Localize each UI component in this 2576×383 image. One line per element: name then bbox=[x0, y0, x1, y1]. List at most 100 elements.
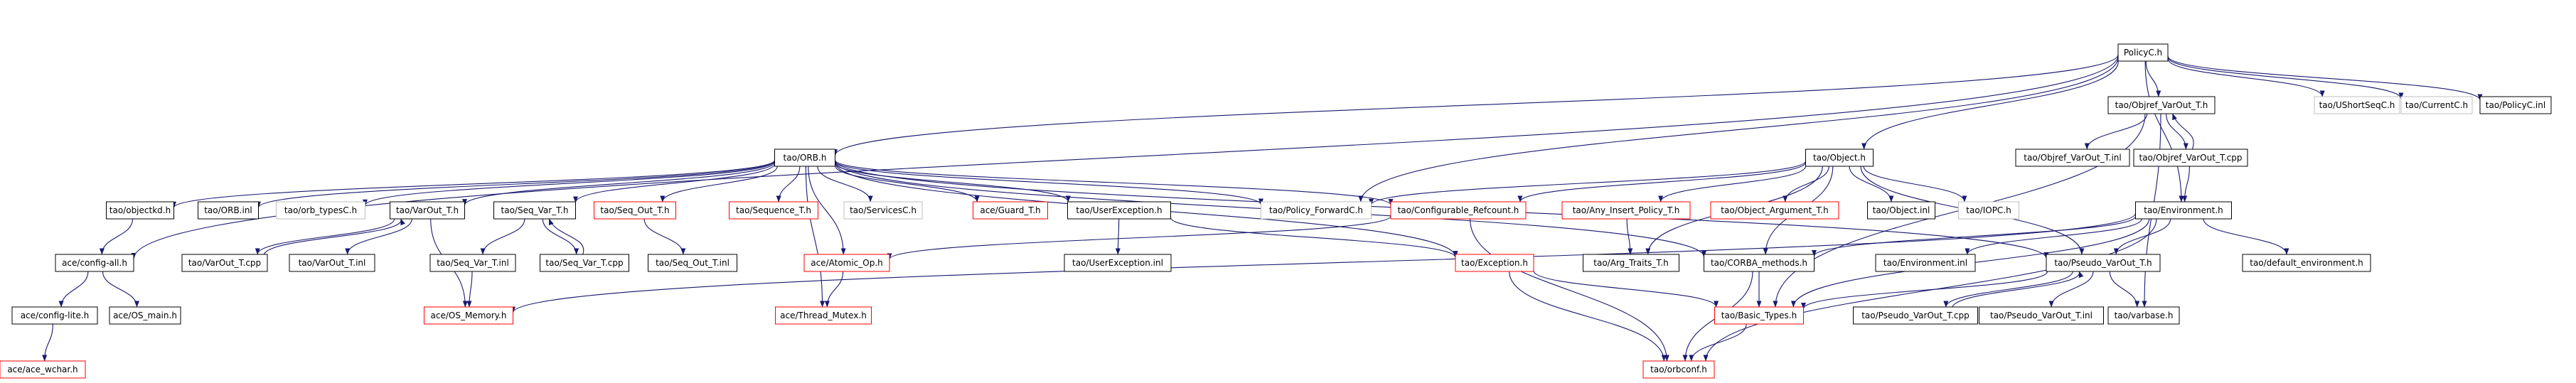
node-ace_ace_wchar_h[interactable]: ace/ace_wchar.h bbox=[0, 360, 86, 379]
node-tao_userexception_h[interactable]: tao/UserException.h bbox=[1067, 201, 1171, 220]
node-ace_os_main_h[interactable]: ace/OS_main.h bbox=[109, 306, 181, 325]
node-tao_orbconf_h[interactable]: tao/orbconf.h bbox=[1642, 360, 1715, 379]
node-label: tao/UserException.inl bbox=[1072, 258, 1163, 268]
node-label: ace/OS_main.h bbox=[113, 311, 177, 320]
edge-tao_basic_types_h-to-tao_orbconf_h bbox=[1689, 323, 1747, 362]
edge-tao_varout_t_h-to-tao_varout_t_inl bbox=[345, 218, 412, 255]
node-box bbox=[493, 201, 576, 220]
edge-ace_atomic_op_h-to-ace_thread_mutex_h bbox=[824, 271, 844, 308]
node-tao_ushortseqc_h[interactable]: tao/UShortSeqC.h bbox=[2314, 96, 2400, 114]
node-tao_orb_typesc_h[interactable]: tao/orb_typesC.h bbox=[276, 201, 365, 220]
node-tao_environment_inl[interactable]: tao/Environment.inl bbox=[1875, 254, 1976, 272]
node-label: tao/PolicyC.inl bbox=[2486, 100, 2545, 110]
edge-tao_orb_h-to-tao_policy_forwardc_h bbox=[834, 161, 1263, 205]
node-tao_pseudo_varout_t_h[interactable]: tao/Pseudo_VarOut_T.h bbox=[2046, 254, 2161, 272]
node-tao_exception_h[interactable]: tao/Exception.h bbox=[1455, 254, 1534, 272]
node-tao_default_environment_h[interactable]: tao/default_environment.h bbox=[2242, 254, 2371, 272]
node-tao_pseudo_varout_t_inl[interactable]: tao/Pseudo_VarOut_T.inl bbox=[1979, 306, 2104, 325]
edge-ace_config_all_h-to-ace_os_main_h bbox=[102, 271, 139, 308]
node-label: tao/default_environment.h bbox=[2250, 258, 2363, 268]
node-box bbox=[1261, 201, 1372, 220]
node-box bbox=[55, 254, 134, 272]
node-tao_seq_var_t_inl[interactable]: tao/Seq_Var_T.inl bbox=[429, 254, 516, 272]
node-tao_objref_varout_t_cpp[interactable]: tao/Objref_VarOut_T.cpp bbox=[2133, 149, 2248, 167]
node-tao_currentc_h[interactable]: tao/CurrentC.h bbox=[2400, 96, 2473, 114]
node-label: tao/varbase.h bbox=[2115, 311, 2174, 320]
node-tao_seq_out_t_h[interactable]: tao/Seq_Out_T.h bbox=[594, 201, 676, 220]
node-box bbox=[106, 201, 174, 220]
node-label: tao/Sequence_T.h bbox=[736, 205, 811, 215]
node-ace_os_memory_h[interactable]: ace/OS_Memory.h bbox=[424, 306, 513, 325]
node-tao_object_argument_t_h[interactable]: tao/Object_Argument_T.h bbox=[1710, 201, 1839, 220]
node-label: tao/Basic_Types.h bbox=[1721, 311, 1797, 320]
node-ace_thread_mutex_h[interactable]: ace/Thread_Mutex.h bbox=[775, 306, 872, 325]
node-box bbox=[973, 201, 1048, 220]
node-ace_guard_t_h[interactable]: ace/Guard_T.h bbox=[973, 201, 1048, 220]
edge-tao_orb_h-to-tao_varout_t_h bbox=[462, 161, 776, 206]
node-tao_orb_h[interactable]: tao/ORB.h bbox=[774, 149, 835, 167]
node-tao_varout_t_h[interactable]: tao/VarOut_T.h bbox=[390, 201, 465, 220]
node-tao_varbase_h[interactable]: tao/varbase.h bbox=[2107, 306, 2180, 325]
edge-tao_configurable_refcount_h-to-tao_orbconf_h bbox=[1470, 218, 1669, 362]
node-tao_policy_forwardc_h[interactable]: tao/Policy_ForwardC.h bbox=[1261, 201, 1372, 220]
node-tao_object_inl[interactable]: tao/Object.inl bbox=[1867, 201, 1935, 220]
node-tao_varout_t_cpp[interactable]: tao/VarOut_T.cpp bbox=[181, 254, 268, 272]
edge-tao_object_h-to-tao_object_argument_t_h bbox=[1783, 166, 1829, 203]
node-box bbox=[276, 201, 365, 220]
node-label: tao/orb_typesC.h bbox=[284, 205, 357, 215]
node-tao_iopc_h[interactable]: tao/IOPC.h bbox=[1958, 201, 2019, 220]
node-layer: PolicyC.h ace/config-all.h tao/ORB.h tao/Po… bbox=[0, 43, 2552, 379]
node-tao_userexception_inl[interactable]: tao/UserException.inl bbox=[1064, 254, 1172, 272]
node-label: tao/objectkd.h bbox=[109, 205, 171, 215]
node-tao_objectkey_h[interactable]: tao/objectkd.h bbox=[106, 201, 174, 220]
node-box bbox=[1867, 201, 1935, 220]
node-label: tao/VarOut_T.cpp bbox=[188, 258, 261, 268]
edge-tao_seq_out_t_h-to-tao_seq_out_t_inl bbox=[643, 218, 686, 255]
edge-tao_objref_varout_t_h-to-tao_objref_varout_t_cpp bbox=[2166, 113, 2188, 150]
edge-tao_objref_varout_t_h-to-tao_objref_varout_t_inl bbox=[2084, 113, 2148, 150]
node-label: tao/Seq_Var_T.inl bbox=[437, 258, 509, 268]
node-label: tao/ORB.inl bbox=[204, 205, 252, 215]
edge-tao_orb_h-to-tao_orb_inl bbox=[256, 160, 776, 208]
node-tao_object_h[interactable]: tao/Object.h bbox=[1805, 149, 1874, 167]
node-tao_varout_t_inl[interactable]: tao/VarOut_T.inl bbox=[289, 254, 375, 272]
edge-tao_varout_t_cpp-to-tao_varout_t_h bbox=[263, 218, 405, 255]
node-tao_seq_var_t_h[interactable]: tao/Seq_Var_T.h bbox=[493, 201, 576, 220]
edge-ace_config_all_h-to-ace_config_lite_h bbox=[58, 271, 89, 308]
node-label: tao/Pseudo_VarOut_T.cpp bbox=[1861, 311, 1970, 320]
node-box bbox=[429, 254, 516, 272]
node-box bbox=[1642, 360, 1715, 379]
node-tao_policyc_inl[interactable]: tao/PolicyC.inl bbox=[2479, 96, 2552, 114]
node-box bbox=[1064, 254, 1172, 272]
node-tao_sequence_t_h[interactable]: tao/Sequence_T.h bbox=[729, 201, 818, 220]
node-policyc_h[interactable]: PolicyC.h bbox=[2117, 43, 2169, 62]
node-label: tao/Exception.h bbox=[1461, 258, 1528, 268]
node-box bbox=[775, 306, 872, 325]
edge-tao_object_h-to-tao_any_insert_policy_t_h bbox=[1658, 166, 1807, 203]
node-ace_config_lite_h[interactable]: ace/config-lite.h bbox=[11, 306, 98, 325]
node-ace_config_all_h[interactable]: ace/config-all.h bbox=[55, 254, 134, 272]
node-box bbox=[11, 306, 98, 325]
node-ace_atomic_op_h[interactable]: ace/Atomic_Op.h bbox=[803, 254, 890, 272]
node-tao_corba_methods_h[interactable]: tao/CORBA_methods.h bbox=[1704, 254, 1815, 272]
node-tao_environment_h[interactable]: tao/Environment.h bbox=[2135, 201, 2232, 220]
node-tao_servicesc_h[interactable]: tao/ServicesC.h bbox=[843, 201, 923, 220]
node-tao_seq_out_t_inl[interactable]: tao/Seq_Out_T.inl bbox=[648, 254, 737, 272]
node-box bbox=[109, 306, 181, 325]
node-label: tao/Environment.inl bbox=[1883, 258, 1967, 268]
edge-tao_environment_h-to-tao_corba_methods_h bbox=[1812, 216, 2137, 257]
node-tao_arg_traits_t_h[interactable]: tao/Arg_Traits_T.h bbox=[1583, 254, 1679, 272]
node-tao_configurable_refcount_h[interactable]: tao/Configurable_Refcount.h bbox=[1390, 201, 1527, 220]
node-box bbox=[1805, 149, 1874, 167]
node-tao_basic_types_h[interactable]: tao/Basic_Types.h bbox=[1714, 306, 1804, 325]
node-label: tao/VarOut_T.inl bbox=[299, 258, 366, 268]
node-tao_objref_varout_t_inl[interactable]: tao/Objref_VarOut_T.inl bbox=[2015, 149, 2130, 167]
node-tao_objref_varout_t_h[interactable]: tao/Objref_VarOut_T.h bbox=[2107, 96, 2216, 114]
edge-policyc_h-to-tao_orb_h bbox=[833, 54, 2119, 156]
node-tao_any_insert_policy_t_h[interactable]: tao/Any_Insert_Policy_T.h bbox=[1561, 201, 1691, 220]
node-tao_pseudo_varout_t_cpp[interactable]: tao/Pseudo_VarOut_T.cpp bbox=[1853, 306, 1978, 325]
node-tao_orb_inl[interactable]: tao/ORB.inl bbox=[198, 201, 259, 220]
node-tao_seq_var_t_cpp[interactable]: tao/Seq_Var_T.cpp bbox=[540, 254, 629, 272]
node-box bbox=[1979, 306, 2104, 325]
